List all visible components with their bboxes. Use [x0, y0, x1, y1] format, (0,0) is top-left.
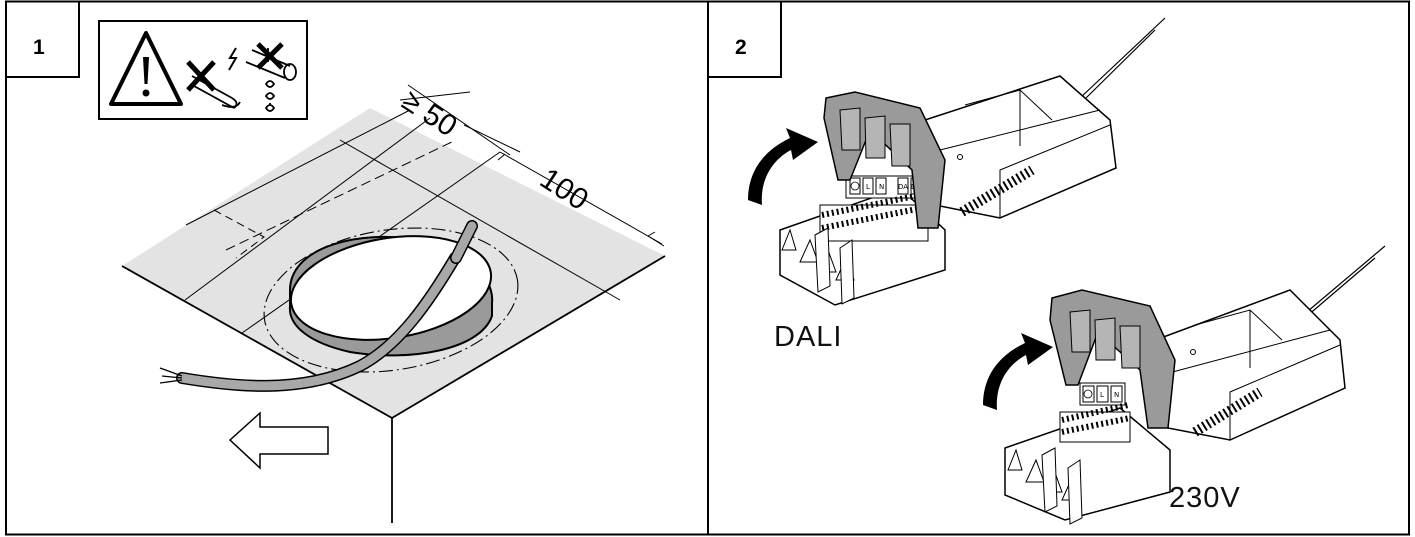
step-number: 2: [735, 36, 747, 59]
terminal-label: DA: [898, 183, 908, 191]
terminal-label: N: [879, 183, 884, 191]
warning-box: [98, 20, 308, 120]
curved-arrow-up-icon: [748, 128, 818, 205]
terminal-label: L: [1100, 391, 1104, 399]
no-water-pipe-icon: [245, 42, 297, 112]
step-1-box: [6, 1, 80, 78]
no-power-cable-icon: [186, 47, 241, 109]
curved-arrow-up-icon: [983, 333, 1053, 410]
driver-230v-illustration: L N: [983, 245, 1386, 525]
driver-dali-illustration: L N DA DA: [748, 17, 1166, 306]
step-number: 1: [33, 36, 45, 59]
ceiling-illustration: [121, 84, 666, 523]
arrow-left-icon: [228, 411, 329, 470]
variant-caption: DALI: [774, 321, 843, 353]
terminal-label: N: [1114, 391, 1119, 399]
terminal-label: L: [866, 183, 870, 191]
variant-caption: 230V: [1169, 482, 1241, 514]
warning-triangle-icon: [109, 31, 183, 106]
ground-symbol-icon: [1083, 389, 1093, 399]
ground-symbol-icon: [850, 181, 860, 191]
step-2-box: [708, 1, 782, 78]
